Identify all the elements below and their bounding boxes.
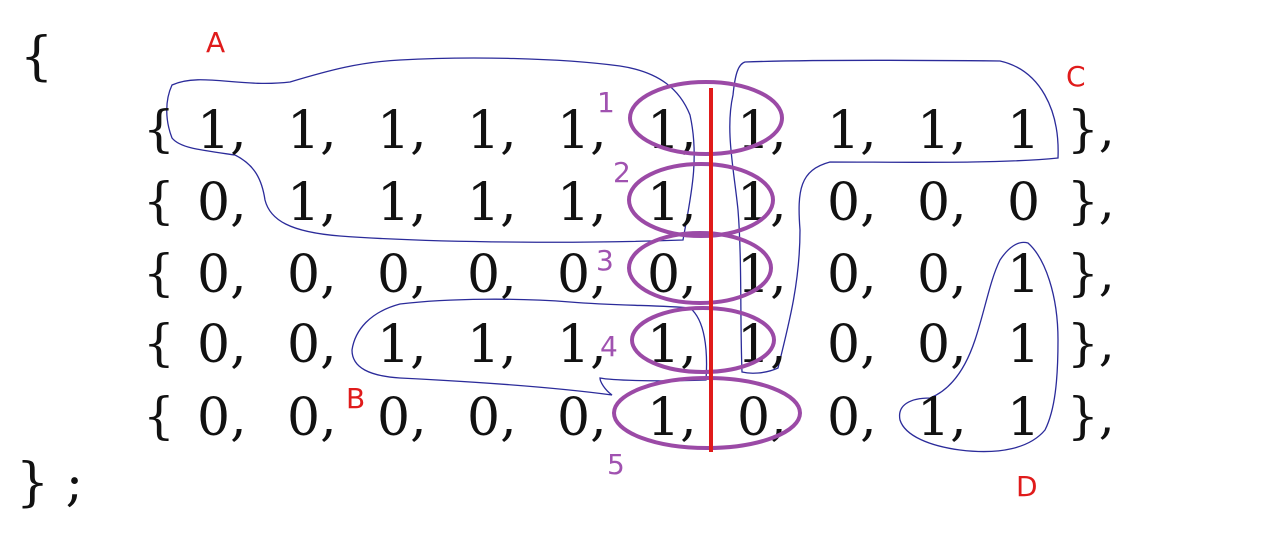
matrix-cell: 0, [377, 245, 427, 305]
row-open-brace: { [143, 172, 175, 230]
matrix-text: {} ;{1,1,1,1,1,1,1,1,1,1},{0,1,1,1,1,1,1… [16, 27, 1115, 513]
matrix-cell: 0, [557, 245, 607, 305]
matrix-cell: 1, [647, 173, 697, 233]
row-close-brace: }, [1067, 314, 1115, 372]
highlight-ellipse [627, 162, 775, 238]
matrix-cell: 0, [467, 388, 517, 448]
matrix-cell: 0, [827, 245, 877, 305]
region-a-outline [166, 57, 695, 243]
region-c-outline [729, 59, 1059, 374]
outer-close-brace: } ; [16, 453, 83, 513]
matrix-cell: 1, [557, 173, 607, 233]
matrix-cell: 1, [287, 173, 337, 233]
outer-open-brace: { [20, 27, 53, 87]
matrix-cell: 1 [1007, 388, 1040, 448]
matrix-cell: 0, [287, 388, 337, 448]
region-d-outline [898, 241, 1059, 453]
matrix-cell: 1, [197, 101, 247, 161]
row-close-brace: }, [1067, 100, 1115, 158]
matrix-cell: 1, [647, 388, 697, 448]
column-highlight-ellipses [612, 80, 802, 450]
diagram-labels: A B C D 1 2 3 4 5 [206, 26, 1086, 503]
region-label: A [206, 26, 225, 59]
matrix-cell: 0, [827, 315, 877, 375]
matrix-cell: 1, [377, 173, 427, 233]
region-label: D [1016, 470, 1038, 503]
matrix-cell: 0, [917, 315, 967, 375]
matrix-cell: 0, [467, 245, 517, 305]
region-label: C [1066, 60, 1086, 93]
matrix-cell: 1, [467, 173, 517, 233]
matrix-cell: 1, [827, 101, 877, 161]
matrix-cell: 1 [1007, 245, 1040, 305]
ellipse-number: 2 [613, 156, 631, 189]
highlight-ellipse [630, 306, 776, 374]
matrix-cell: 0, [917, 173, 967, 233]
matrix-cell: 0 [1007, 173, 1040, 233]
matrix-cell: 0, [287, 315, 337, 375]
matrix-cell: 0, [287, 245, 337, 305]
matrix-cell: 0, [197, 245, 247, 305]
matrix-cell: 0, [197, 315, 247, 375]
matrix-cell: 0, [917, 245, 967, 305]
row-open-brace: { [143, 100, 175, 158]
row-close-brace: }, [1067, 244, 1115, 302]
matrix-cell: 0, [827, 173, 877, 233]
highlight-ellipse [628, 80, 784, 156]
highlight-ellipse [612, 376, 802, 450]
row-open-brace: { [143, 244, 175, 302]
matrix-cell: 1, [287, 101, 337, 161]
matrix-cell: 0, [827, 388, 877, 448]
matrix-cell: 0, [197, 388, 247, 448]
matrix-cell: 1, [917, 388, 967, 448]
matrix-cell: 0, [377, 388, 427, 448]
ellipse-number: 3 [596, 244, 614, 277]
row-close-brace: }, [1067, 387, 1115, 445]
row-open-brace: { [143, 314, 175, 372]
matrix-cell: 1, [377, 315, 427, 375]
highlight-ellipse [627, 231, 773, 305]
matrix-cell: 1, [467, 315, 517, 375]
matrix-cell: 1, [467, 101, 517, 161]
matrix-cell: 0, [737, 388, 787, 448]
matrix-cell: 1 [1007, 315, 1040, 375]
ellipse-number: 4 [600, 330, 618, 363]
matrix-cell: 1, [647, 315, 697, 375]
region-label: B [346, 382, 365, 415]
matrix-cell: 1 [1007, 101, 1040, 161]
ellipse-number: 1 [597, 86, 615, 119]
row-open-brace: { [143, 387, 175, 445]
matrix-cell: 1, [917, 101, 967, 161]
matrix-cell: 1, [377, 101, 427, 161]
matrix-cell: 0, [557, 388, 607, 448]
row-close-brace: }, [1067, 172, 1115, 230]
matrix-cell: 1, [557, 101, 607, 161]
ellipse-number: 5 [607, 448, 625, 481]
matrix-cell: 1, [557, 315, 607, 375]
matrix-cell: 0, [197, 173, 247, 233]
